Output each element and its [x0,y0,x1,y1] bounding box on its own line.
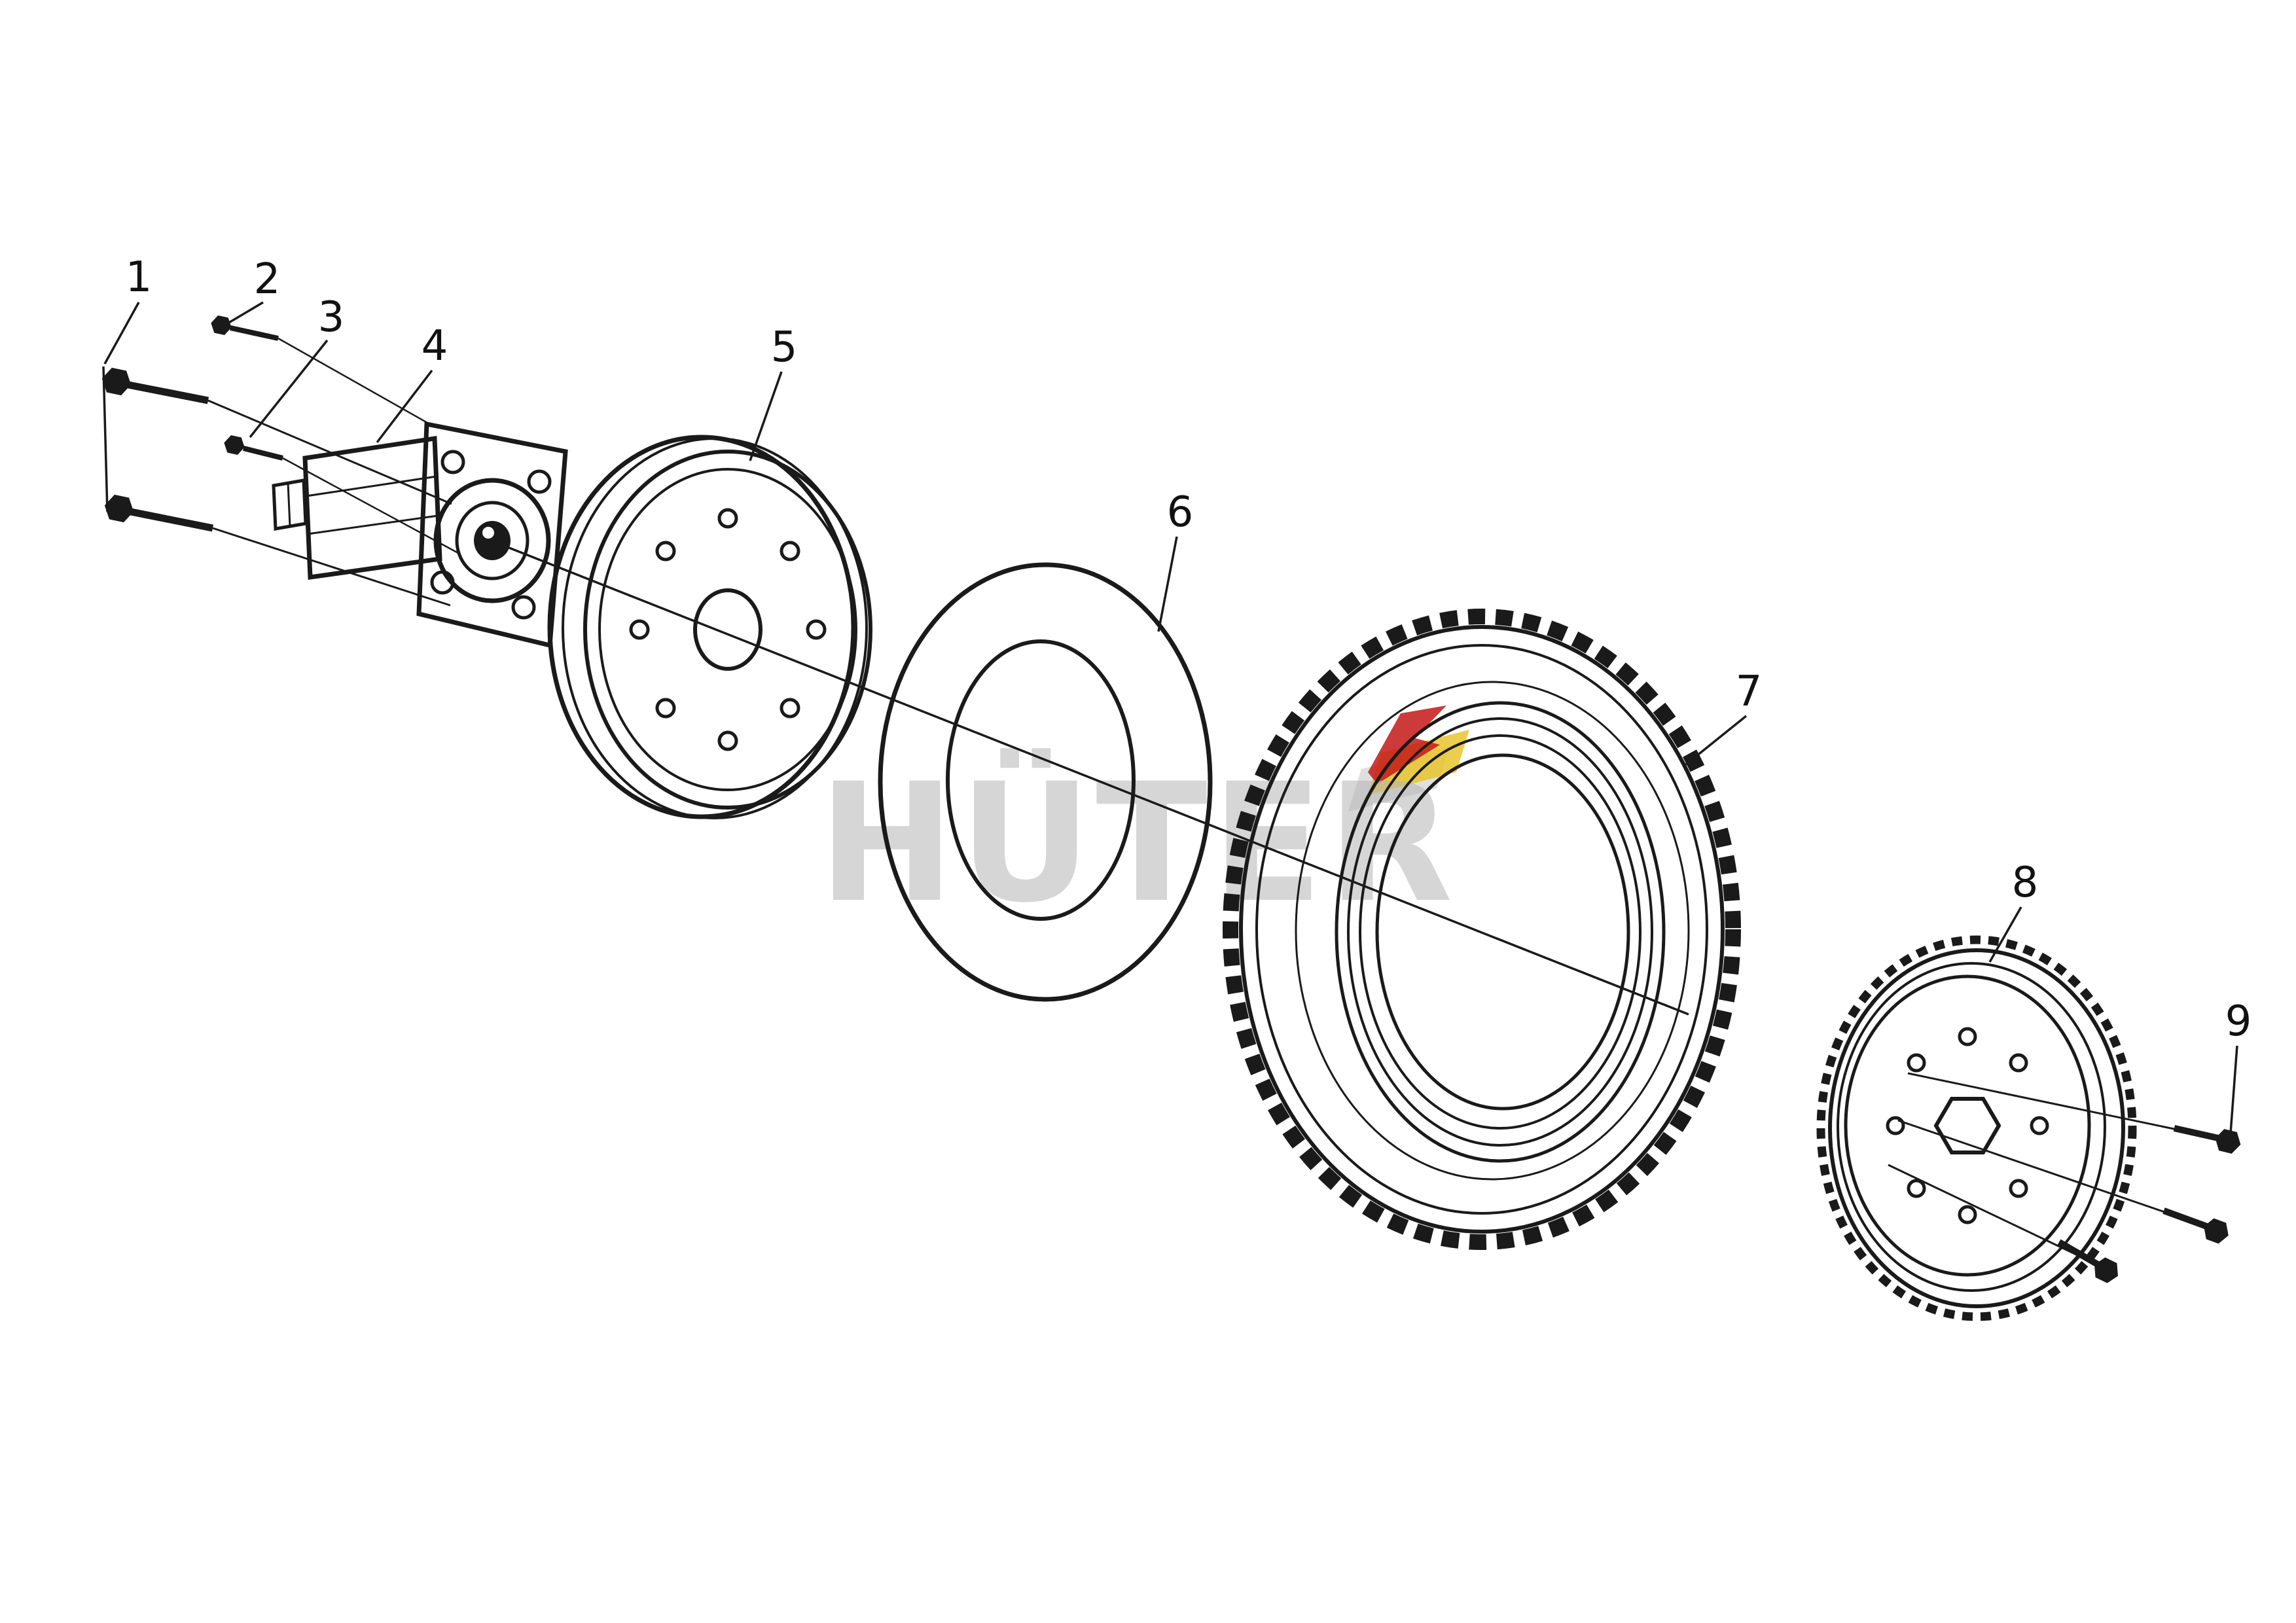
bolt-head [222,434,247,456]
disc-bolt-hole [1958,1027,1977,1046]
part-labels: 1 2 3 4 5 6 7 8 9 [102,253,2252,1134]
disc-rim-ring [1837,962,2106,1292]
part-9-bolts [1888,1072,2244,1287]
disc-bolt-hole [629,619,650,640]
part-label-2: 2 [254,255,281,304]
part-2-bolt [209,314,433,427]
leader-line-6 [1157,536,1178,632]
watermark-text: HÜTER [818,748,1457,938]
leader-line-4 [376,369,433,444]
disc-outer [1828,948,2125,1308]
disc-face-outline [583,450,872,810]
flange-bolt-hole [511,595,536,620]
hub-boss-outer [433,478,551,603]
disc-knurled-edge [1816,935,2137,1321]
leader-line-2 [227,301,264,325]
part-label-3: 3 [318,293,345,342]
disc-bolt-hole [806,619,827,640]
part-7-tire [1223,609,1741,1250]
leader-line-9 [2229,1045,2238,1134]
bolt-head [2212,1127,2244,1156]
part-1-bolts [99,366,452,607]
disc-rim-mid [562,437,868,819]
disc-bolt-hole [1907,1053,1926,1073]
axis-line [497,542,1689,1016]
leader-line-1 [103,302,140,365]
tire-bead-ring-1 [1335,701,1666,1163]
part-label-4: 4 [422,322,448,370]
part-label-5: 5 [771,323,798,372]
disc-bolt-hole [2030,1116,2049,1135]
part-4-gear-hub [272,421,568,649]
tire-tread-inner-line [1255,644,1708,1215]
disc-center-hole [693,588,762,671]
part-3-bolt [222,434,459,554]
disc-bolt-hole [1907,1179,1926,1198]
hub-keyway [482,527,494,539]
leader-line-7 [1685,715,1748,766]
part-label-1: 1 [126,253,152,302]
part-label-9: 9 [2225,997,2252,1046]
part-8-wheel-disc [1816,935,2137,1321]
bolt-head [209,314,234,336]
bolt-head [2200,1216,2233,1246]
tire-bead-ring-3 [1359,734,1641,1130]
leader-line-5 [749,371,783,461]
leader-line-3 [249,339,329,438]
tire-sidewall-line [1295,681,1690,1181]
hub-boss-mid [455,501,529,580]
disc-bolt-hole [1886,1116,1905,1135]
tire-outer-sidewall [1239,625,1725,1234]
disc-center-hex-hole [1933,1097,2001,1154]
disc-face-outline [1844,974,2091,1277]
part-label-7: 7 [1736,668,1763,716]
part-label-8: 8 [2012,859,2039,907]
disc-bolt-hole [655,698,676,719]
disc-bolt-hole [780,698,800,719]
disc-bolt-hole [2009,1179,2028,1198]
disc-bolt-hole [1958,1205,1977,1224]
tire-tread-blocks [1223,609,1741,1250]
part-6-spacer-ring [878,562,1213,1002]
watermark: HÜTER [818,705,1469,938]
tire-bead-ring-2 [1347,717,1653,1147]
tire-center-hole [1375,753,1630,1111]
disc-bolt-hole [717,730,738,751]
disc-bolt-hole [2009,1053,2028,1073]
flange-bolt-hole [527,469,552,494]
disc-bolt-hole [780,541,800,562]
part-5-wheel-disc [547,435,872,819]
leader-line-8 [1988,906,2022,963]
ring-inner [946,639,1136,921]
hub-boss-center [474,521,511,560]
leader-bracket-1 [102,366,109,512]
disc-face-inner-ring [598,468,857,791]
disc-bolt-hole [655,541,676,562]
ring-outer [878,562,1213,1002]
flange-bolt-hole [440,450,465,474]
part-label-6: 6 [1167,488,1194,537]
disc-bolt-hole [717,508,738,529]
